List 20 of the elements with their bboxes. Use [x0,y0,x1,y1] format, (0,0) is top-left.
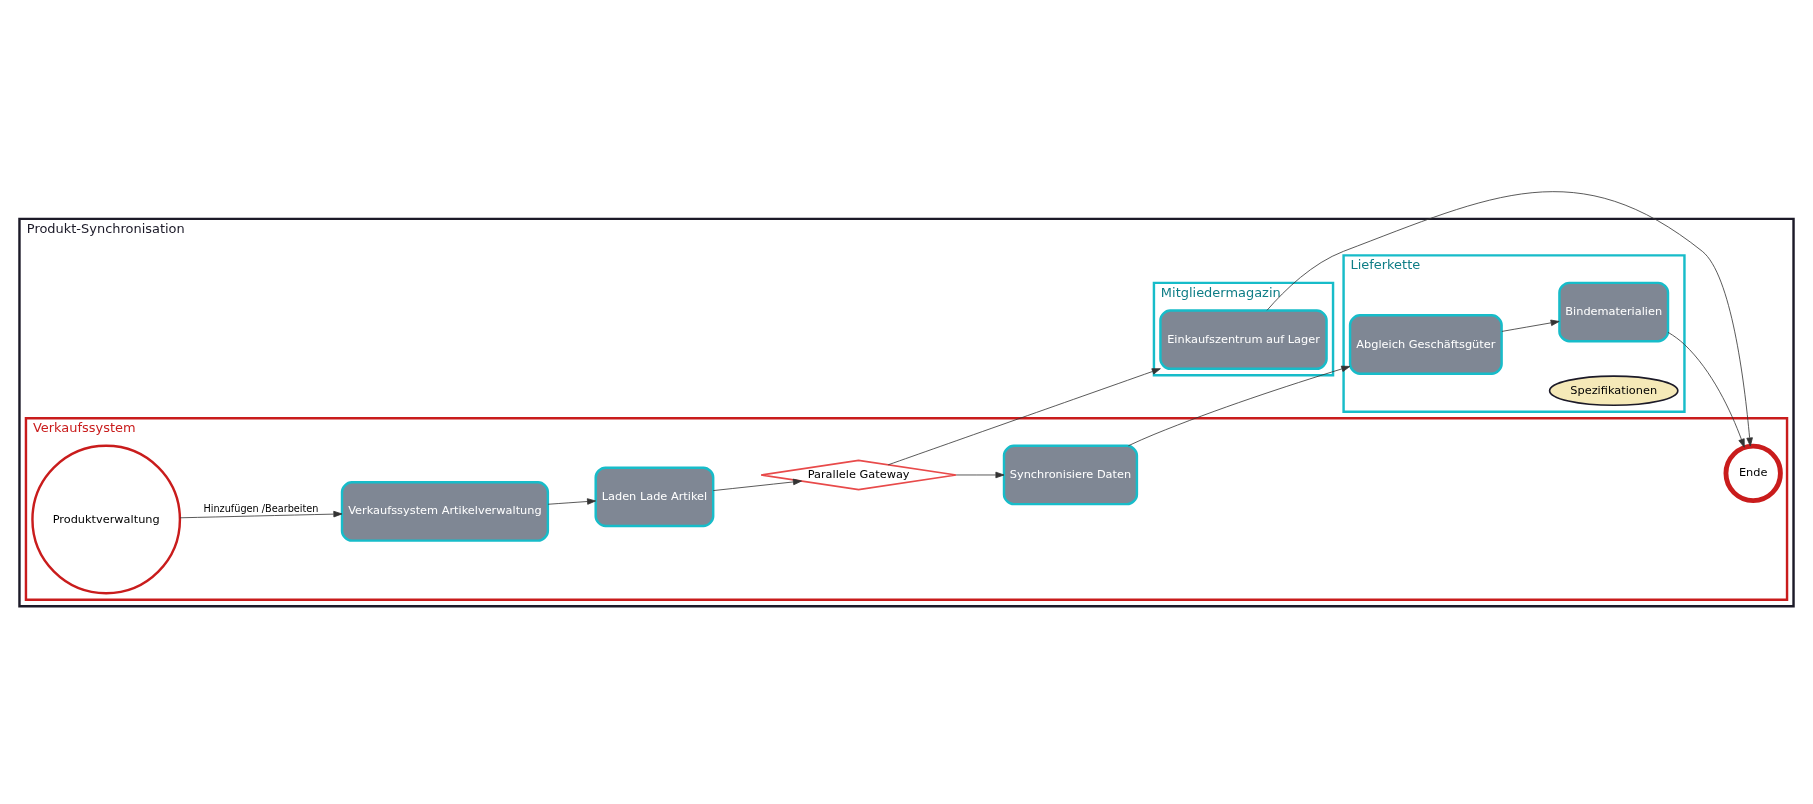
arrow [955,471,1005,479]
arrow [547,498,596,505]
node-box: Laden Lade Artikel [594,466,715,528]
arrow [1501,319,1560,332]
node-ellipse: Spezifikationen [1548,375,1679,407]
node-box: Bindematerialien [1558,281,1670,343]
edge-label: Hinzufügen /Bearbeiten [203,502,319,514]
node-box: Verkaufssystem Artikelverwaltung [340,481,550,542]
arrow [712,478,802,491]
node-circle: Ende [1723,443,1783,503]
node-box: Abgleich Geschäftsgüter [1348,314,1503,375]
arrow [179,510,343,519]
node-diamond: Parallele Gateway [760,459,957,491]
arrow [1128,365,1351,447]
arrow [887,368,1161,466]
arrow [1667,331,1745,448]
node-box: Einkaufszentrum auf Lager [1159,309,1328,371]
node-circle: Produktverwaltung [31,444,182,595]
node-box: Synchronisiere Daten [1002,444,1139,506]
arrow [1266,191,1753,447]
